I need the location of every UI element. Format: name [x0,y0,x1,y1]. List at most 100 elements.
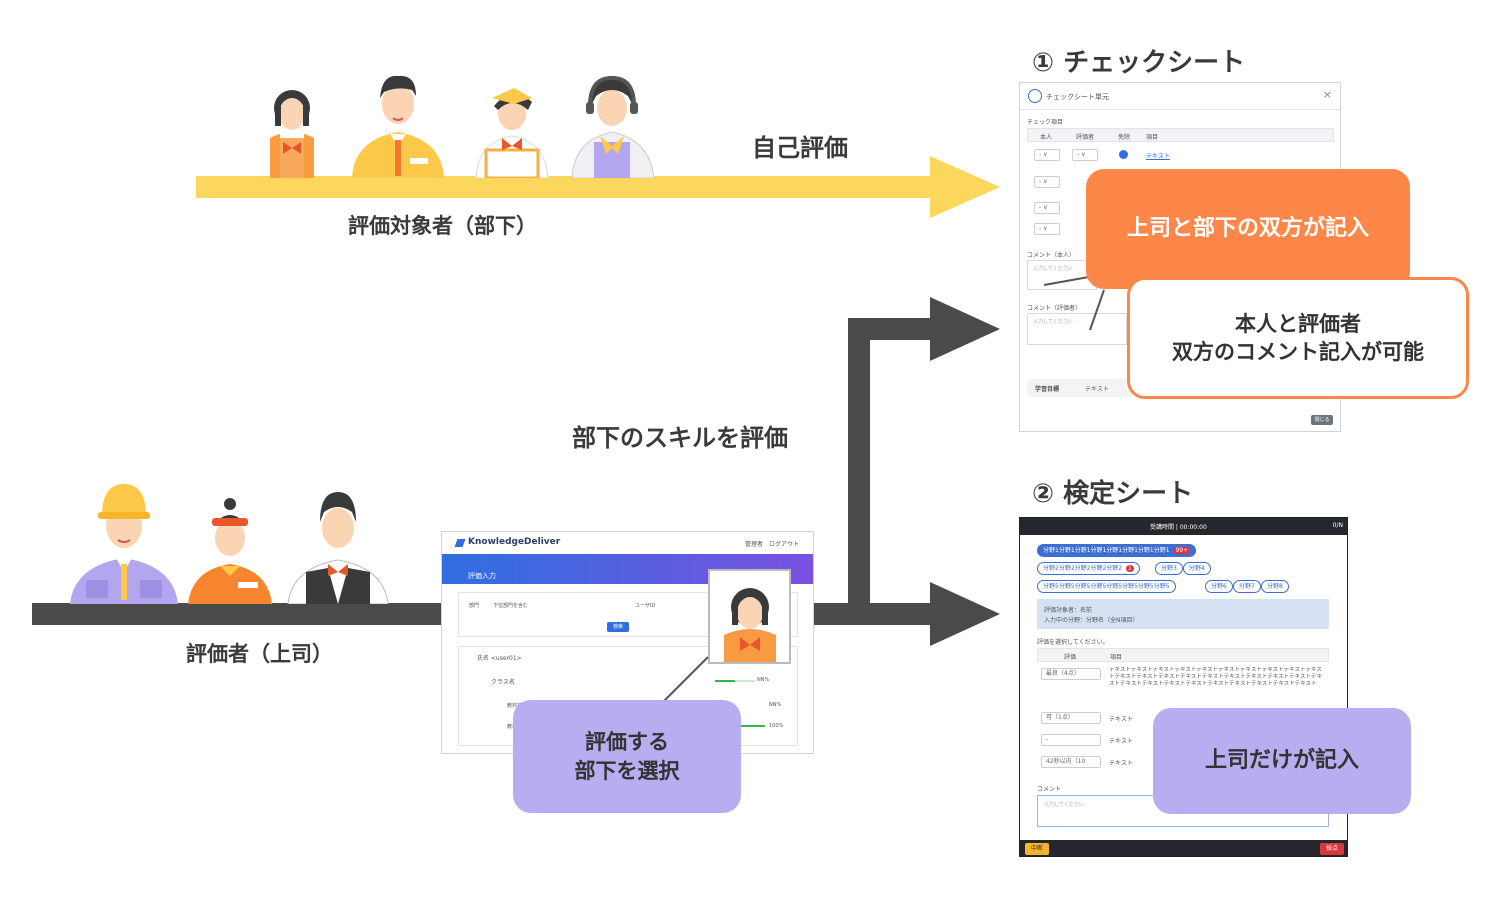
check-table-header: 本人 評価者 免除 項目 [1027,128,1334,142]
exam-prompt: 評価を選択してください。 [1037,639,1109,646]
eval-select-4[interactable]: 42秒以内（10 [1041,756,1101,768]
evaluate-skill-label: 部下のスキルを評価 [572,424,788,452]
evaluator-man-3 [287,492,389,604]
score-button[interactable]: 採点 [1319,843,1344,855]
goal-label: 学習目標 [1035,386,1060,393]
col-self: 本人 [1040,134,1053,141]
class-progress-fill [715,680,735,682]
self-select-4[interactable]: - ∨ [1034,223,1060,235]
comment-evaluator-field[interactable]: 入力してください [1027,313,1127,345]
selected-subordinate-avatar [724,588,776,662]
course-2-progress [739,725,765,727]
exam-sheet-heading: ② 検定シート [1032,479,1194,509]
header-links[interactable]: 管理者 ログアウト [744,541,799,548]
check-sheet-heading: ① チェックシート [1032,48,1246,78]
both-write-callout: 上司と部下の双方が記入 [1086,169,1410,289]
exam-comment-placeholder: 入力してください [1044,802,1084,808]
tab-field-4[interactable]: 分野4 [1183,562,1211,575]
col-item-exam: 項目 [1110,654,1123,661]
close-button[interactable]: 閉じる [1311,415,1333,425]
sheet-icon [1028,89,1042,103]
evaluator-group-illustration [70,484,389,604]
goal-value: テキスト [1085,386,1109,393]
exam-comment-label: コメント [1037,786,1062,793]
subordinate-woman-4 [571,75,655,178]
class-pct: NN% [757,677,770,683]
tab-field-1-label: 分野1分野1分野1分野1分野1分野1分野1分野1 [1043,547,1170,554]
both-write-text: 上司と部下の双方が記入 [1126,216,1369,242]
row1-text: テキストテキストテキストテキストテキストテキストテキストテキストテキストテキスト… [1109,667,1323,687]
self-select-1[interactable]: - ∨ [1034,149,1060,161]
close-icon[interactable]: × [1322,88,1332,101]
boss-only-text: 上司だけが記入 [1204,748,1359,774]
both-comment-callout: 本人と評価者 双方のコメント記入が可能 [1127,277,1469,399]
filter-dept: 部門 [469,603,480,609]
pause-button[interactable]: 中断 [1025,843,1050,855]
subordinate-group-illustration [270,75,655,178]
evaluator-select-1[interactable]: - ∨ [1072,149,1098,161]
row4-text: テキスト [1109,760,1133,767]
subordinate-woman-1 [270,90,314,178]
evaluator-bar-right [814,603,930,625]
tab-field-7[interactable]: 分野7 [1233,580,1261,593]
select-pointer-line [659,656,709,706]
select-sub-line1: 評価する [585,730,669,755]
check-circle-icon[interactable] [1119,150,1128,159]
selected-subordinate-card[interactable] [708,569,791,664]
info-field: 入力中の分野：分野名（全N項目） [1044,617,1139,624]
eval-select-2[interactable]: 可（1点） [1041,712,1101,724]
filter-user: ユーザID [635,603,656,609]
tab-field-2-label: 分野2分野2分野2分野2分野2 [1043,565,1123,572]
item-link-1[interactable]: テキスト [1146,153,1170,160]
eval-select-3[interactable]: - [1041,734,1101,746]
branch-horizontal [848,318,930,340]
self-select-2[interactable]: - ∨ [1034,176,1060,188]
user-row[interactable]: 氏名 <user01> [477,655,522,662]
course-1[interactable]: 教材名 [507,703,523,709]
evaluator-bar [32,603,442,625]
page-title: 評価入力 [468,572,496,580]
tab-field-3[interactable]: 分野3 [1155,562,1183,575]
tab-field-8[interactable]: 分野8 [1261,580,1289,593]
tab-field-6[interactable]: 分野6 [1205,580,1233,593]
subordinate-woman-3 [475,88,549,178]
select-sub-line2: 部下を選択 [574,758,680,783]
evaluator-label: 評価者（上司） [186,642,333,666]
subordinate-man-2 [352,75,444,178]
brand-name: KnowledgeDeliver [468,537,561,547]
self-select-3[interactable]: - ∨ [1034,202,1060,214]
check-section-label: チェック項目 [1027,119,1064,126]
course-1-pct: NN% [769,702,782,708]
row2-text: テキスト [1109,716,1133,723]
class-progress-track [715,680,755,682]
col-exempt: 免除 [1118,134,1131,141]
exam-topbar: 受講時間 | 00:00:00 0/N [1020,518,1347,535]
check-arrow-head [930,297,1000,361]
filter-sub[interactable]: 下位部門を含む [493,603,529,609]
exam-info-box: 評価対象者：名前 入力中の分野：分野名（全N項目） [1037,599,1329,629]
comment-self-label: コメント（本人） [1027,252,1076,259]
select-subordinate-callout: 評価する 部下を選択 [513,700,741,813]
eval-select-1[interactable]: 最良（4点） [1041,668,1101,680]
comment-self-placeholder: 入力してください [1033,266,1073,272]
tab-field-2[interactable]: 分野2分野2分野2分野2分野2 1 [1037,562,1140,575]
exam-timer: 受講時間 | 00:00:00 [1150,524,1207,531]
header-divider [1020,109,1340,110]
exam-table-header: 評価 項目 [1037,648,1329,662]
tab-field-5[interactable]: 分野5分野5分野5分野5分野5分野5分野5分野5 [1037,580,1176,593]
tab-field-1[interactable]: 分野1分野1分野1分野1分野1分野1分野1分野1 99+ [1037,544,1197,557]
evaluator-man-1 [70,484,178,604]
self-eval-arrow [196,156,1000,218]
tab-field-2-badge: 1 [1126,565,1134,572]
exam-arrow-head [930,582,1000,646]
goal-row: 学習目標 テキスト [1027,379,1132,397]
search-button[interactable]: 検索 [607,622,630,632]
col-eval: 評価 [1064,654,1077,661]
class-name[interactable]: クラス名 [491,679,515,686]
subordinate-label: 評価対象者（部下） [348,214,537,238]
comment-evaluator-label: コメント（評価者） [1027,305,1082,312]
self-eval-label: 自己評価 [752,134,848,162]
exam-bottombar: 中断 採点 [1020,840,1347,856]
info-target: 評価対象者：名前 [1044,607,1093,614]
comment-evaluator-placeholder: 入力してください [1033,319,1073,325]
